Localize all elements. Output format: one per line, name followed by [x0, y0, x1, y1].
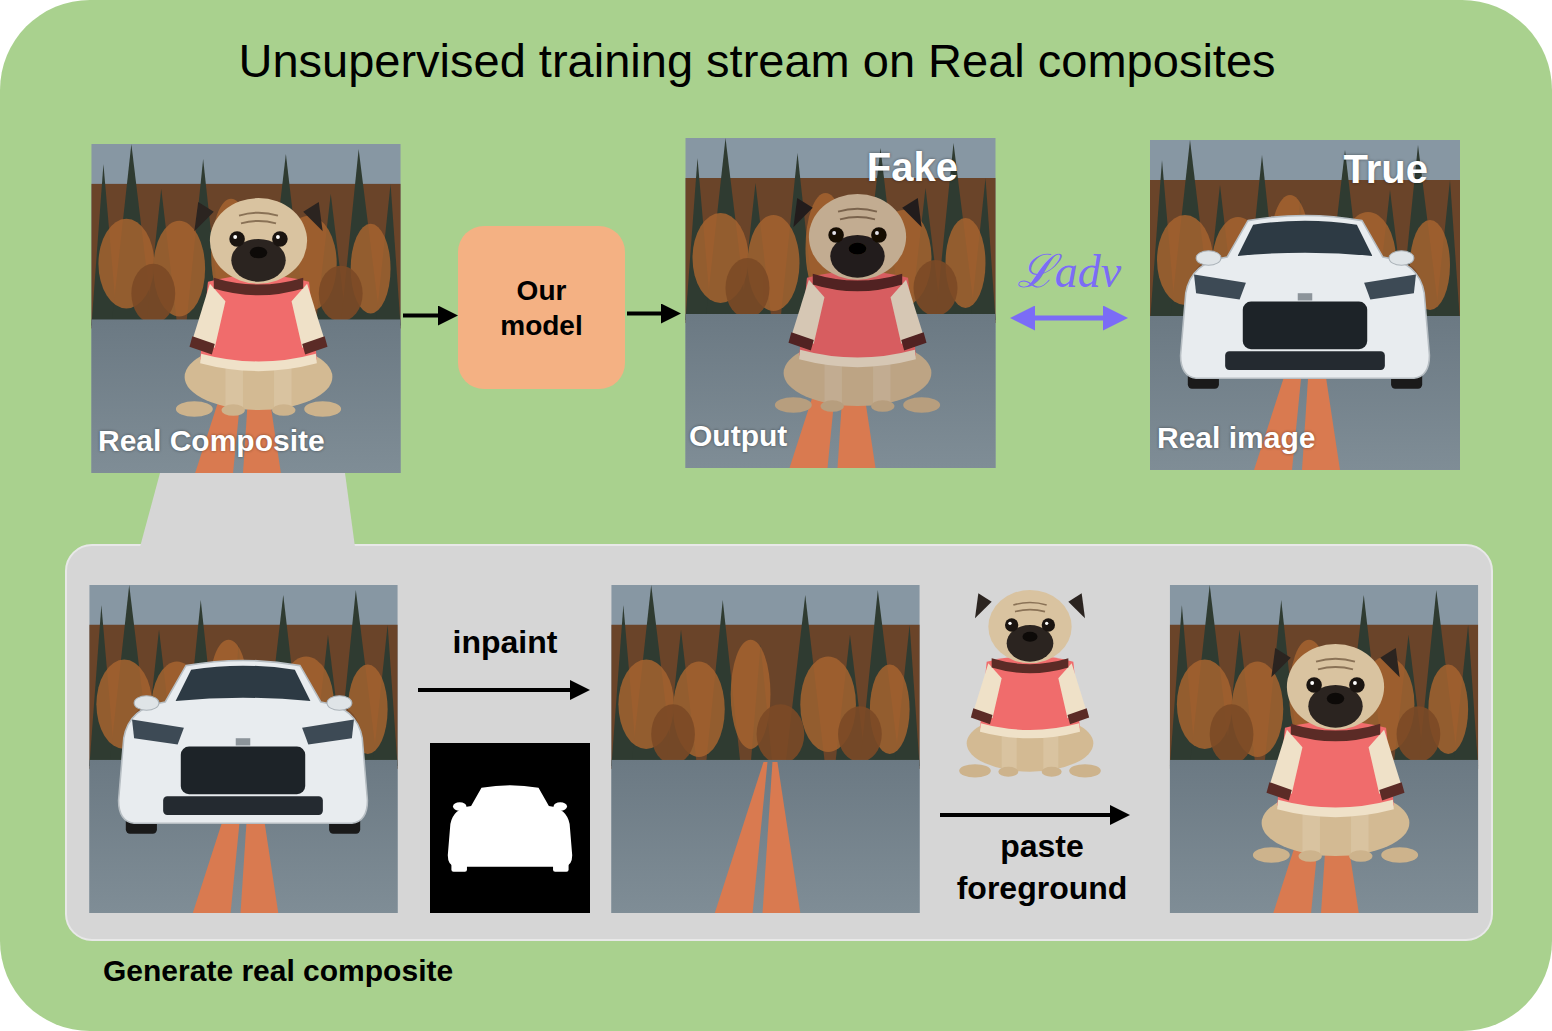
arrow — [1028, 316, 1111, 321]
arrow — [627, 312, 667, 316]
output-photo — [686, 138, 996, 468]
mask — [430, 743, 590, 913]
step-label-wrap: paste foreground — [922, 826, 1162, 909]
pug — [775, 194, 940, 413]
composite-photo — [1170, 585, 1478, 913]
image-label: Real Composite — [98, 422, 325, 460]
scene — [611, 585, 919, 913]
step-label: paste foreground — [922, 826, 1162, 909]
edge-label-wrap: ℒadv — [969, 238, 1169, 300]
real-photo — [1150, 140, 1460, 470]
step-arrow — [940, 813, 1116, 817]
step-label-wrap: inpaint — [395, 622, 615, 664]
scene — [91, 144, 400, 473]
model-box: Our model — [458, 226, 625, 389]
composite-photo — [91, 144, 400, 473]
zoom-connector — [140, 473, 355, 547]
panel-heading: Generate real composite — [103, 952, 453, 990]
image-panel: Real Composite — [91, 144, 401, 473]
scene — [1170, 585, 1478, 913]
title-wrap: Unsupervised training stream on Real com… — [0, 33, 1514, 88]
pug — [176, 198, 341, 417]
fake-label: Fake — [867, 142, 958, 192]
arrow — [403, 314, 444, 318]
image-panel: FakeOutput — [685, 138, 996, 468]
image-panel: TrueReal image — [1150, 140, 1460, 470]
pug-foreground — [959, 590, 1101, 778]
scene — [686, 138, 996, 468]
gray-panel — [66, 545, 1492, 940]
source-photo — [89, 585, 397, 913]
model-label: Our model — [486, 273, 598, 343]
loss-label: ℒadv — [969, 238, 1169, 300]
scene — [89, 585, 397, 913]
inpainted-photo — [611, 585, 919, 913]
car — [119, 660, 368, 833]
step-label: inpaint — [395, 622, 615, 664]
car — [1181, 215, 1430, 388]
image-label: Real image — [1157, 419, 1315, 457]
scene — [1150, 140, 1460, 470]
true-label: True — [1344, 144, 1428, 194]
title: Unsupervised training stream on Real com… — [0, 33, 1514, 88]
generation-panel: Generate real composite — [66, 545, 1492, 940]
step-arrow — [418, 688, 576, 692]
pug — [1253, 644, 1418, 863]
car-mask — [448, 785, 572, 872]
image-label: Output — [689, 417, 787, 455]
